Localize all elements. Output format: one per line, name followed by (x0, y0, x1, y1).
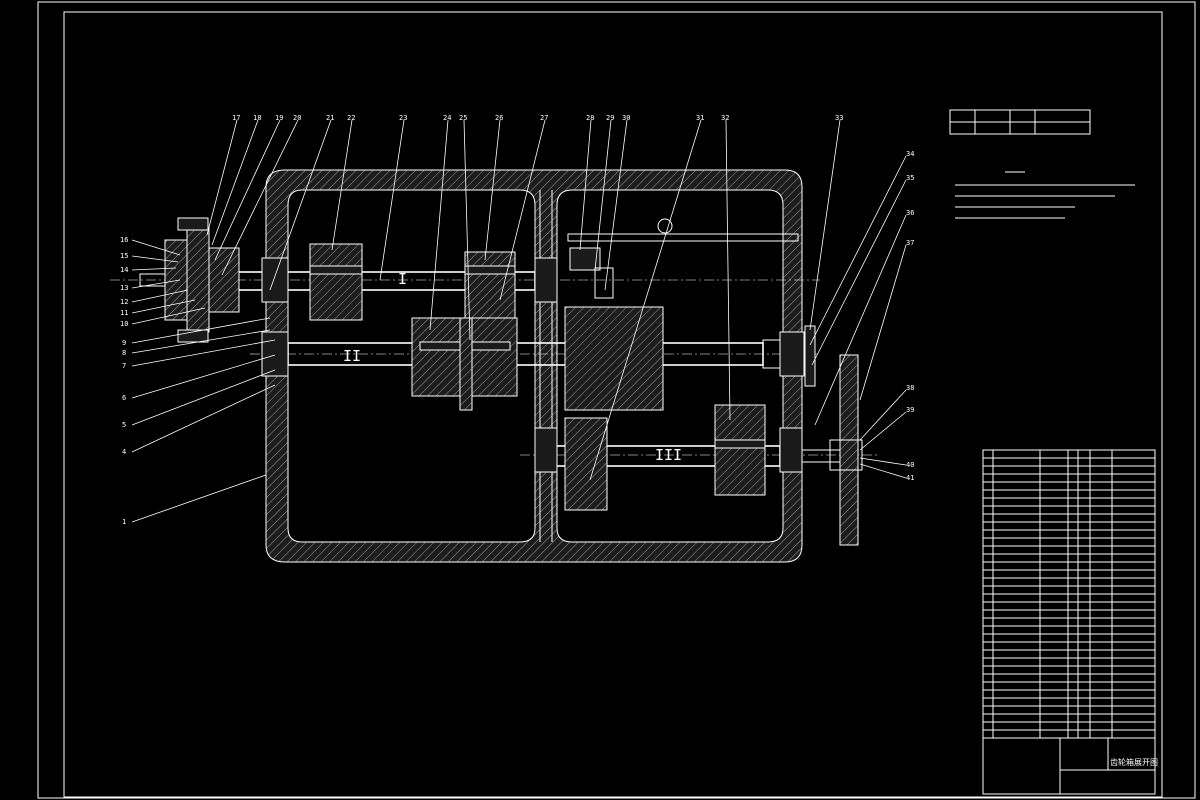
callout-38: 38 (906, 384, 914, 392)
callout-4: 4 (122, 448, 126, 456)
callout-22: 22 (347, 114, 355, 122)
shaft-1: I (139, 257, 558, 303)
callout-29: 29 (606, 114, 614, 122)
callout-23: 23 (399, 114, 407, 122)
gear-28 (714, 404, 766, 496)
callouts-right: 34 35 36 37 38 39 40 41 (809, 150, 914, 482)
gear-25 (464, 251, 516, 319)
coupling (164, 217, 240, 343)
callout-35: 35 (906, 174, 914, 182)
callout-20: 20 (293, 114, 301, 122)
shaft-2-label: II (343, 347, 361, 365)
callout-12: 12 (120, 298, 128, 306)
shift-mechanism (459, 218, 799, 411)
callout-1: 1 (122, 518, 126, 526)
shaft-2: II (261, 331, 805, 377)
callout-7: 7 (122, 362, 126, 370)
callouts-left: 16 15 14 13 12 11 10 9 8 7 6 5 4 1 (120, 236, 276, 526)
callouts-top: 17 18 19 20 21 22 23 24 25 26 27 28 29 3… (206, 114, 843, 481)
callout-27: 27 (540, 114, 548, 122)
outer-frame (37, 1, 1196, 799)
parameter-table (949, 109, 1091, 135)
callout-14: 14 (120, 266, 128, 274)
callout-39: 39 (906, 406, 914, 414)
callout-25: 25 (459, 114, 467, 122)
callout-19: 19 (275, 114, 283, 122)
callout-15: 15 (120, 252, 128, 260)
callout-18: 18 (253, 114, 261, 122)
callout-5: 5 (122, 421, 126, 429)
title-block-name: 齿轮箱展开图 (1110, 757, 1158, 767)
callout-6: 6 (122, 394, 126, 402)
callout-10: 10 (120, 320, 128, 328)
callout-40: 40 (906, 461, 914, 469)
callout-31: 31 (696, 114, 704, 122)
gearbox-housing (265, 169, 803, 563)
callout-37: 37 (906, 239, 914, 247)
callout-30: 30 (622, 114, 630, 122)
gear-22 (309, 243, 363, 321)
inner-frame (63, 11, 1163, 798)
callout-24: 24 (443, 114, 451, 122)
output-sprocket (804, 325, 863, 546)
parts-list (982, 449, 1156, 739)
gear-31 (564, 417, 608, 511)
shaft-1-label: I (398, 270, 407, 288)
title-block: 齿轮箱展开图 (982, 737, 1158, 795)
gear-27 (564, 306, 664, 411)
callout-13: 13 (120, 284, 128, 292)
callout-9: 9 (122, 339, 126, 347)
callout-33: 33 (835, 114, 843, 122)
shaft-3-label: III (655, 446, 682, 464)
callout-8: 8 (122, 349, 126, 357)
callout-26: 26 (495, 114, 503, 122)
callout-32: 32 (721, 114, 729, 122)
callout-36: 36 (906, 209, 914, 217)
callout-34: 34 (906, 150, 914, 158)
callout-16: 16 (120, 236, 128, 244)
shaft-3: III (534, 427, 858, 473)
callout-21: 21 (326, 114, 334, 122)
callout-17: 17 (232, 114, 240, 122)
callout-28: 28 (586, 114, 594, 122)
callout-11: 11 (120, 309, 128, 317)
technical-notes (955, 171, 1135, 219)
callout-41: 41 (906, 474, 914, 482)
